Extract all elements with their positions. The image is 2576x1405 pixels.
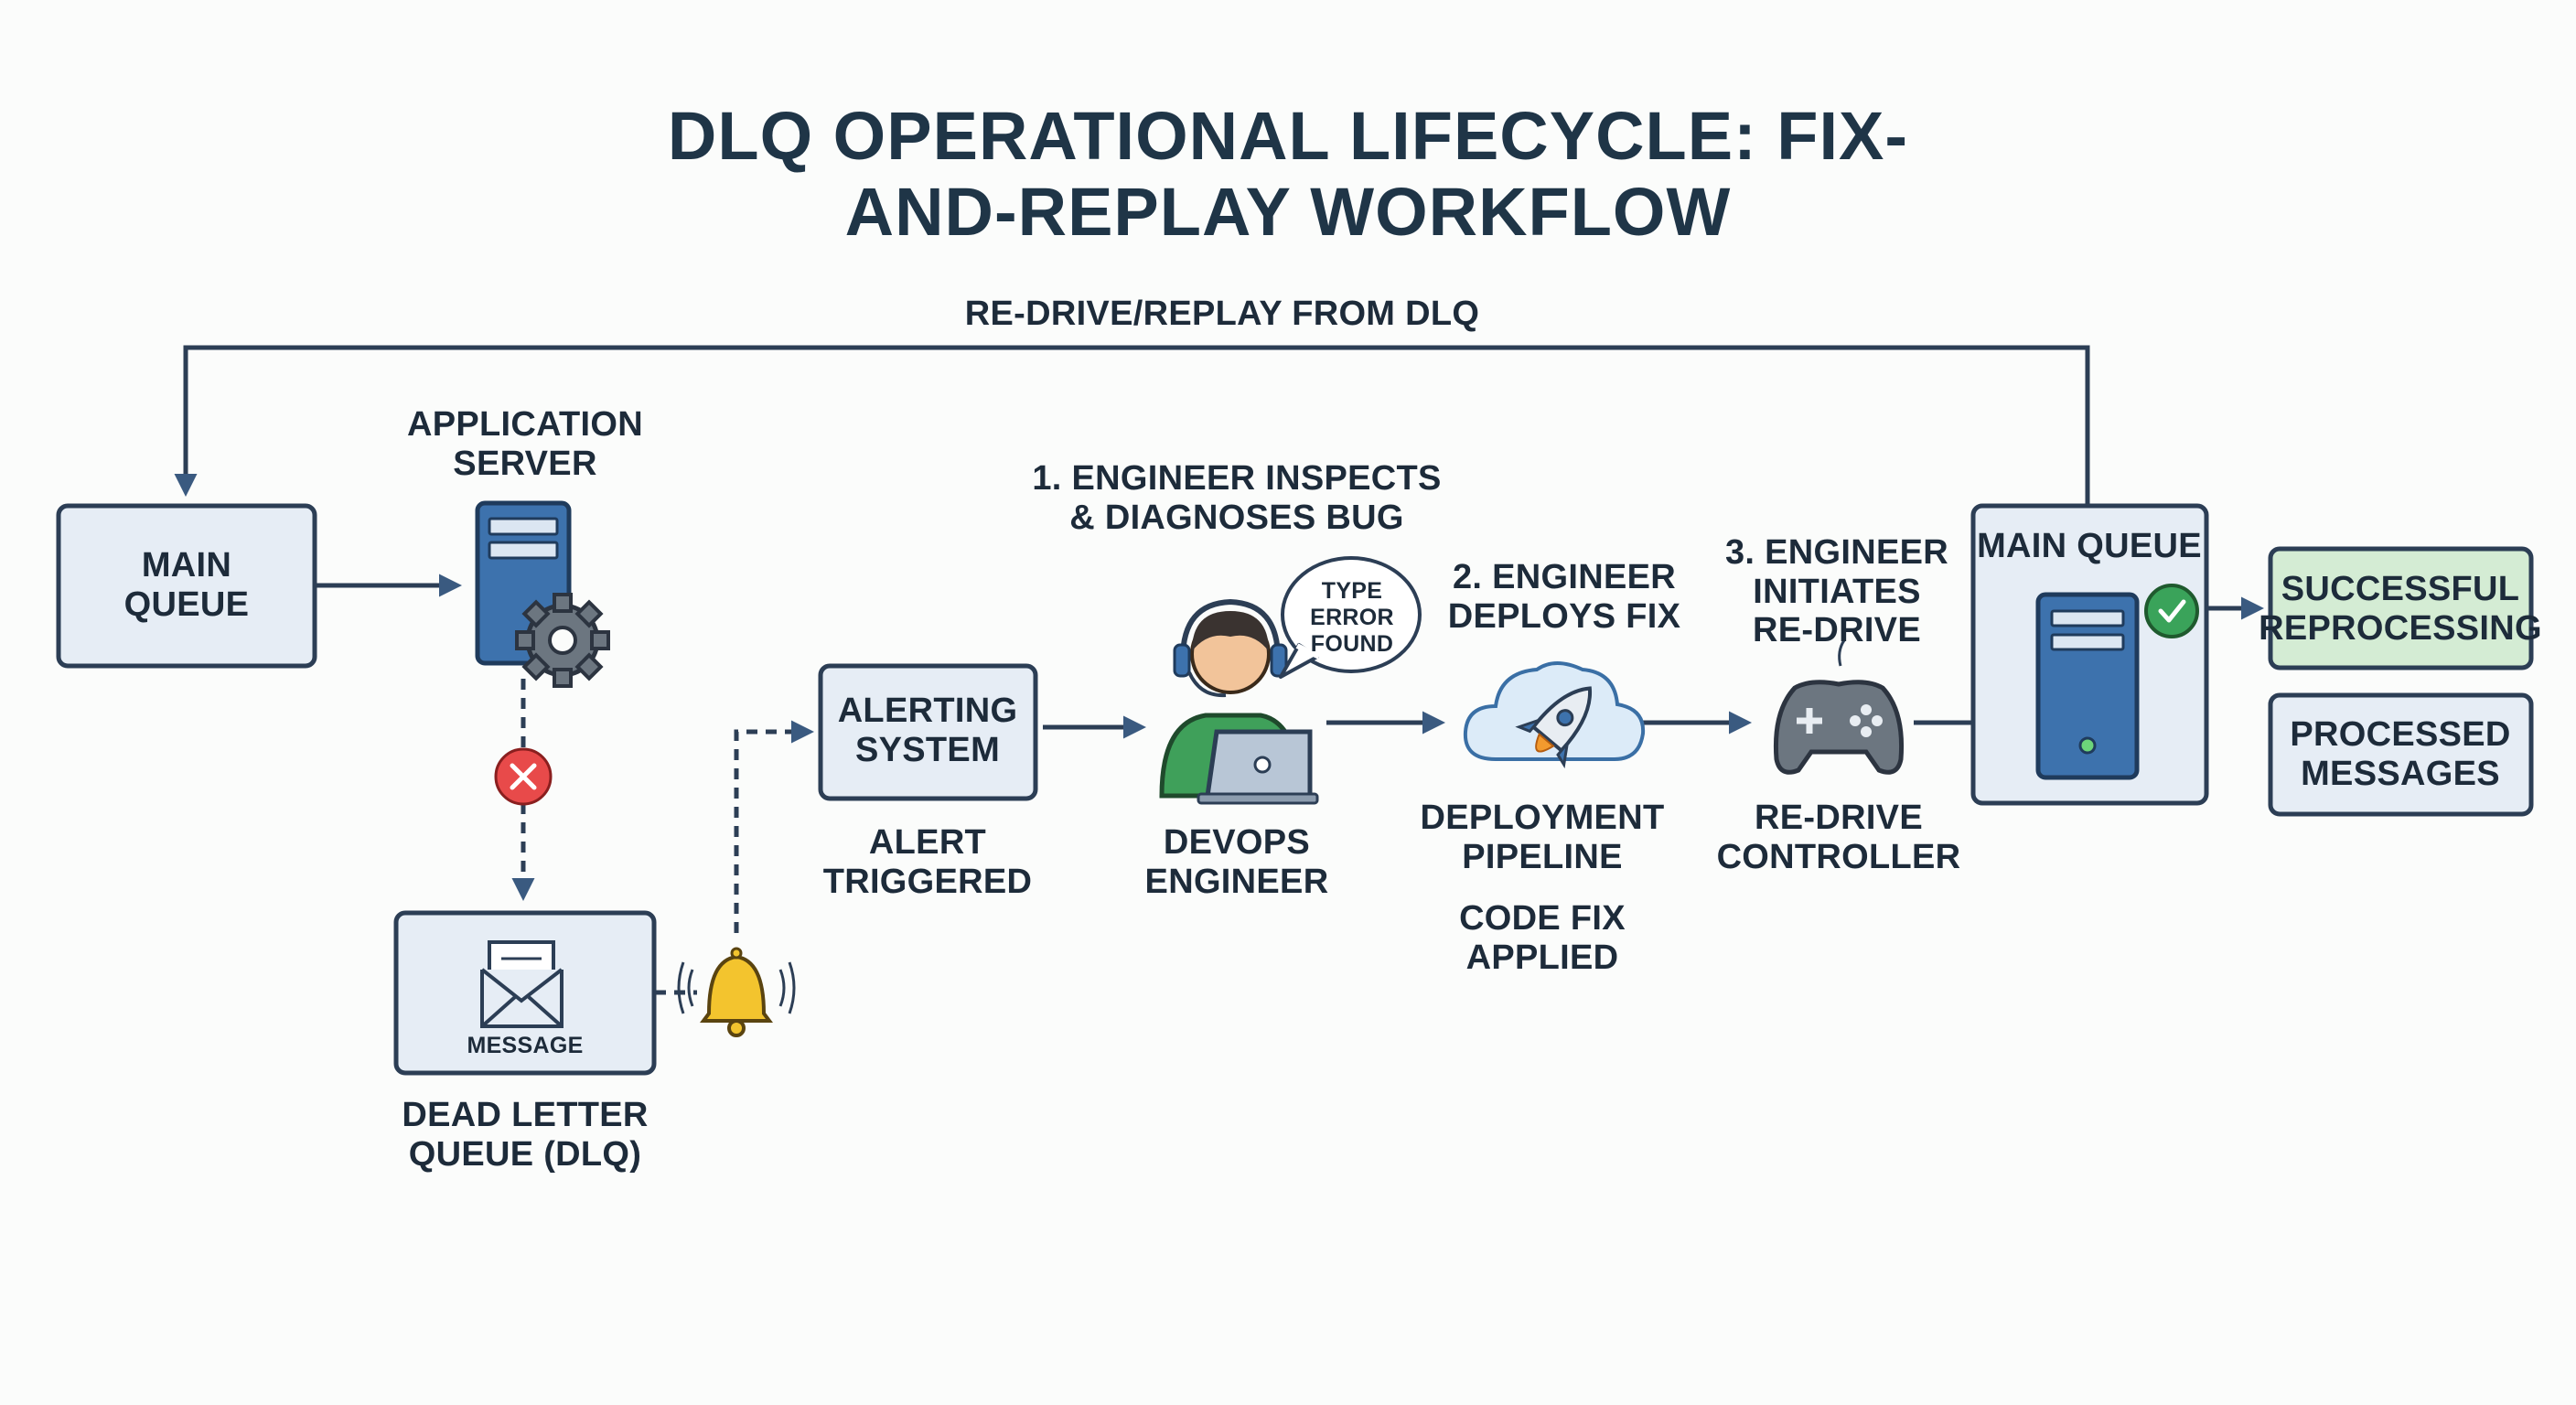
dlq-message-label: MESSAGE: [467, 1033, 584, 1058]
gamepad-icon: [1773, 639, 1905, 775]
alert-triggered-caption: ALERT TRIGGERED: [822, 823, 1033, 901]
speech-bubble: [1279, 556, 1422, 679]
processed-label: PROCESSED MESSAGES: [2290, 715, 2511, 793]
step-1-label: 1. ENGINEER INSPECTS & DIAGNOSES BUG: [1032, 459, 1442, 537]
code-fix-caption: CODE FIX APPLIED: [1459, 899, 1626, 977]
page-title: DLQ OPERATIONAL LIFECYCLE: FIX-AND-REPLA…: [667, 98, 1909, 250]
step-3-label: 3. ENGINEER INITIATES RE-DRIVE: [1724, 533, 1949, 650]
bubble-text: TYPE ERROR FOUND: [1310, 578, 1394, 657]
error-x-icon: [494, 747, 553, 806]
connectors: [174, 345, 2264, 995]
alerting-box: [818, 663, 1038, 801]
envelope-icon: [480, 940, 564, 1028]
main-queue-left-box: [56, 503, 317, 669]
deployment-pipeline-label: DEPLOYMENT PIPELINE: [1420, 799, 1665, 876]
success-label: SUCCESSFUL REPROCESSING: [2259, 570, 2542, 648]
main-queue-left-label: MAIN QUEUE: [123, 546, 250, 624]
server-check-icon: [2035, 584, 2199, 780]
success-box: [2268, 546, 2534, 670]
dlq-label: DEAD LETTER QUEUE (DLQ): [402, 1096, 649, 1174]
engineer-laptop-icon: [1159, 598, 1319, 805]
redrive-loop-label: RE-DRIVE/REPLAY FROM DLQ: [964, 295, 1480, 333]
alerting-label: ALERTING SYSTEM: [837, 692, 1018, 769]
redrive-loop-arrow: [174, 345, 2090, 505]
processed-box: [2268, 692, 2534, 817]
main-queue-right-label: MAIN QUEUE: [1977, 527, 2202, 565]
arrow-bell-to-alerting: [734, 720, 814, 933]
cloud-rocket-icon: [1463, 661, 1646, 769]
app-server-label: APPLICATION SERVER: [406, 405, 644, 483]
server-gear-icon: [475, 500, 610, 688]
bell-icon: [677, 947, 796, 1037]
redrive-controller-label: RE-DRIVE CONTROLLER: [1716, 799, 1961, 876]
step-2-label: 2. ENGINEER DEPLOYS FIX: [1447, 558, 1681, 636]
devops-engineer-label: DEVOPS ENGINEER: [1144, 823, 1329, 901]
